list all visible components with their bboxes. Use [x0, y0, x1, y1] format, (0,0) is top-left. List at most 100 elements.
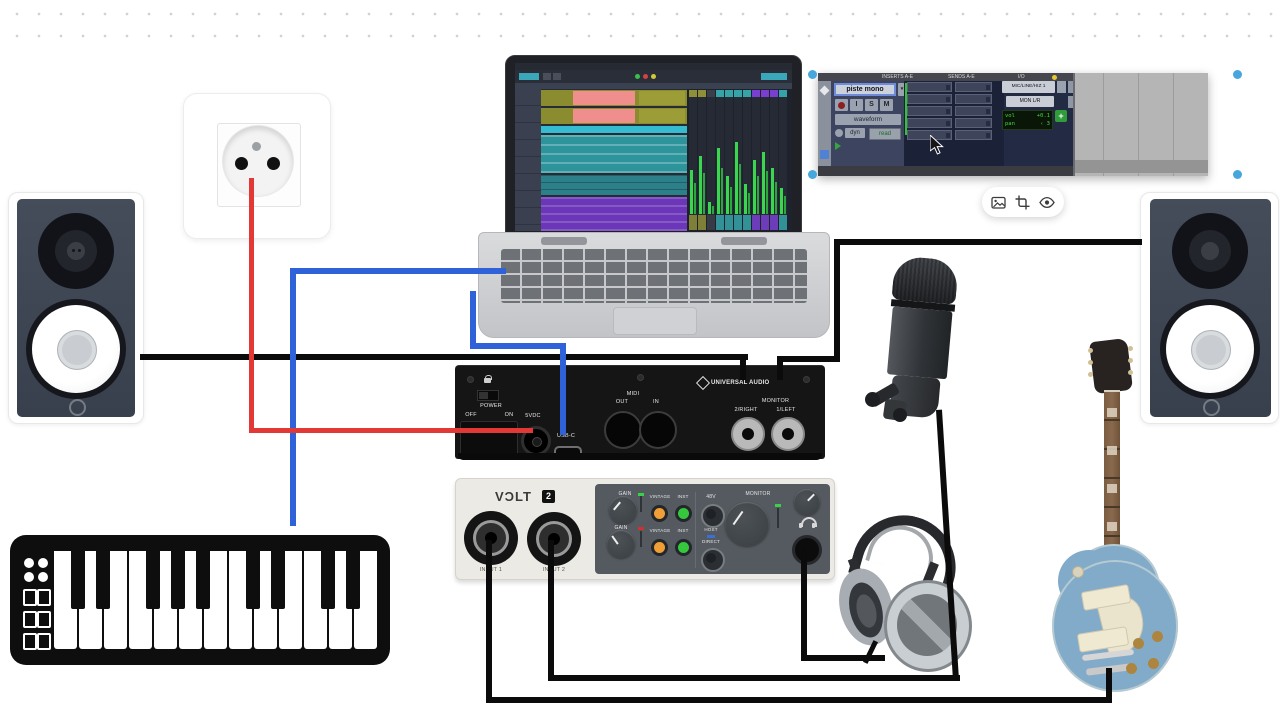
- pt-add-track-button: +: [1055, 110, 1067, 122]
- insert-slot: [955, 130, 992, 140]
- cable-speaker-right: [836, 239, 1142, 245]
- power-label: POWER: [480, 403, 502, 409]
- midi-out-label: OUT: [615, 399, 629, 405]
- insert-slot: [907, 94, 952, 104]
- monitor-meter-track: [777, 508, 779, 528]
- toolbar-block: [519, 73, 539, 80]
- black-key: [96, 551, 110, 609]
- black-key: [321, 551, 335, 609]
- black-key: [271, 551, 285, 609]
- mixer-strip: [752, 90, 760, 230]
- pad-button: [23, 589, 37, 606]
- volt-model-badge: 2: [542, 490, 555, 503]
- knob-tick: [807, 493, 815, 502]
- daw-clip-pink: [573, 109, 635, 123]
- image-icon[interactable]: [991, 195, 1006, 210]
- vintage2-label: VINTAGE: [649, 528, 671, 533]
- selection-handle-top-left[interactable]: [808, 70, 817, 79]
- phantom-button: [701, 504, 725, 528]
- jack-hole: [742, 428, 754, 440]
- insert-slot: [907, 82, 952, 92]
- pan-label: pan: [1005, 121, 1015, 127]
- vintage2-button: [651, 539, 668, 556]
- screw: [467, 376, 474, 383]
- fret-inlay: [1107, 446, 1117, 455]
- pro-tools-screenshot[interactable]: INSERTS A-E SENDS A-E I/O piste mono ▾ I…: [818, 73, 1208, 176]
- cable-usbc-drop2: [560, 343, 566, 435]
- cable-speaker-left: [140, 354, 748, 360]
- black-key: [196, 551, 210, 609]
- cable-power-drop: [249, 178, 254, 432]
- socket-hole: [267, 157, 280, 170]
- midi-in-port: [639, 411, 677, 449]
- off-label: OFF: [465, 412, 477, 418]
- interface-rear-foot: [458, 453, 822, 460]
- pt-output-path-box: MON L/R: [1006, 96, 1054, 107]
- headphone-knob: [794, 489, 820, 515]
- tuner-peg: [1128, 358, 1133, 363]
- monitor-label: MONITOR: [761, 398, 790, 404]
- button-face: [706, 553, 716, 563]
- daw-region-purple: [541, 197, 687, 231]
- ground-pin: [252, 142, 261, 151]
- piano-keys: [54, 551, 380, 649]
- gain1-label: GAIN: [618, 491, 632, 497]
- cable-guitar-drop: [1106, 668, 1112, 700]
- pt-input-path: MIC/LINE/HIZ 1: [1011, 84, 1046, 89]
- speaker-cabinet: [1150, 199, 1271, 417]
- input2-label: INPUT 2: [543, 567, 566, 573]
- pt-solo-button: S: [865, 99, 878, 111]
- mixer-strip: [716, 90, 724, 230]
- section-divider: [695, 492, 696, 568]
- daw-ruler: [515, 83, 792, 89]
- interface-rear-panel: POWER OFF ON 5VDC USB-C MIDI OUT IN UNIV…: [455, 365, 825, 459]
- pt-record-button: [835, 99, 848, 111]
- jack-hole: [782, 428, 794, 440]
- tweeter-dome: [67, 242, 85, 260]
- record-dot: [838, 101, 845, 109]
- mic-mount-ring: [893, 408, 907, 422]
- button-led: [654, 508, 665, 519]
- toolbar-block: [543, 73, 551, 80]
- midi-label: MIDI: [626, 391, 640, 397]
- selection-handle-bottom-left[interactable]: [808, 170, 817, 179]
- button-led: [678, 508, 689, 519]
- meter1-led: [638, 493, 644, 496]
- pt-header-strip: [818, 73, 1073, 81]
- control-knob: [38, 558, 48, 568]
- studio-monitor-left: [8, 192, 144, 424]
- inst2-label: INST: [677, 528, 689, 533]
- pt-track-name: piste mono: [846, 86, 884, 93]
- button-led: [654, 542, 665, 553]
- selection-toolbar: [982, 187, 1064, 217]
- selection-handle-top-right[interactable]: [1233, 70, 1242, 79]
- selection-handle-bottom-right[interactable]: [1233, 170, 1242, 179]
- cable-guitar-input1-up: [486, 540, 492, 702]
- laptop-screen-daw: [515, 63, 792, 231]
- interface-front-panel: VƆLT 2 INPUT 1 INPUT 2 GAIN VINTAGE INST…: [455, 478, 835, 580]
- control-knob: [24, 558, 34, 568]
- brand-badge: [69, 399, 86, 416]
- daw-menubar: [515, 63, 792, 70]
- daw-clip-olive: [639, 91, 685, 105]
- insert-slot: [955, 118, 992, 128]
- daw-clip-pink: [573, 91, 635, 105]
- daw-track-cyan: [541, 126, 687, 133]
- eye-icon[interactable]: [1039, 195, 1055, 210]
- host-led: [707, 535, 715, 538]
- headphone-icon: [801, 517, 817, 527]
- toggle-switch: [1072, 566, 1084, 578]
- insert-slot: [955, 94, 992, 104]
- pan-row: pan ‹ 3: [1003, 120, 1052, 128]
- fret-inlay: [1107, 408, 1117, 417]
- cable-speaker-right-entry: [777, 356, 783, 380]
- mixer-strip: [770, 90, 778, 230]
- cable-speaker-left-drop: [740, 354, 746, 380]
- headphone-icon-pad: [799, 523, 802, 528]
- pad-button: [37, 611, 51, 628]
- crop-icon[interactable]: [1015, 195, 1030, 210]
- power-switch: [460, 421, 518, 456]
- control-knob: [38, 572, 48, 582]
- tweeter-dot: [78, 249, 81, 252]
- electric-guitar: [1038, 337, 1190, 694]
